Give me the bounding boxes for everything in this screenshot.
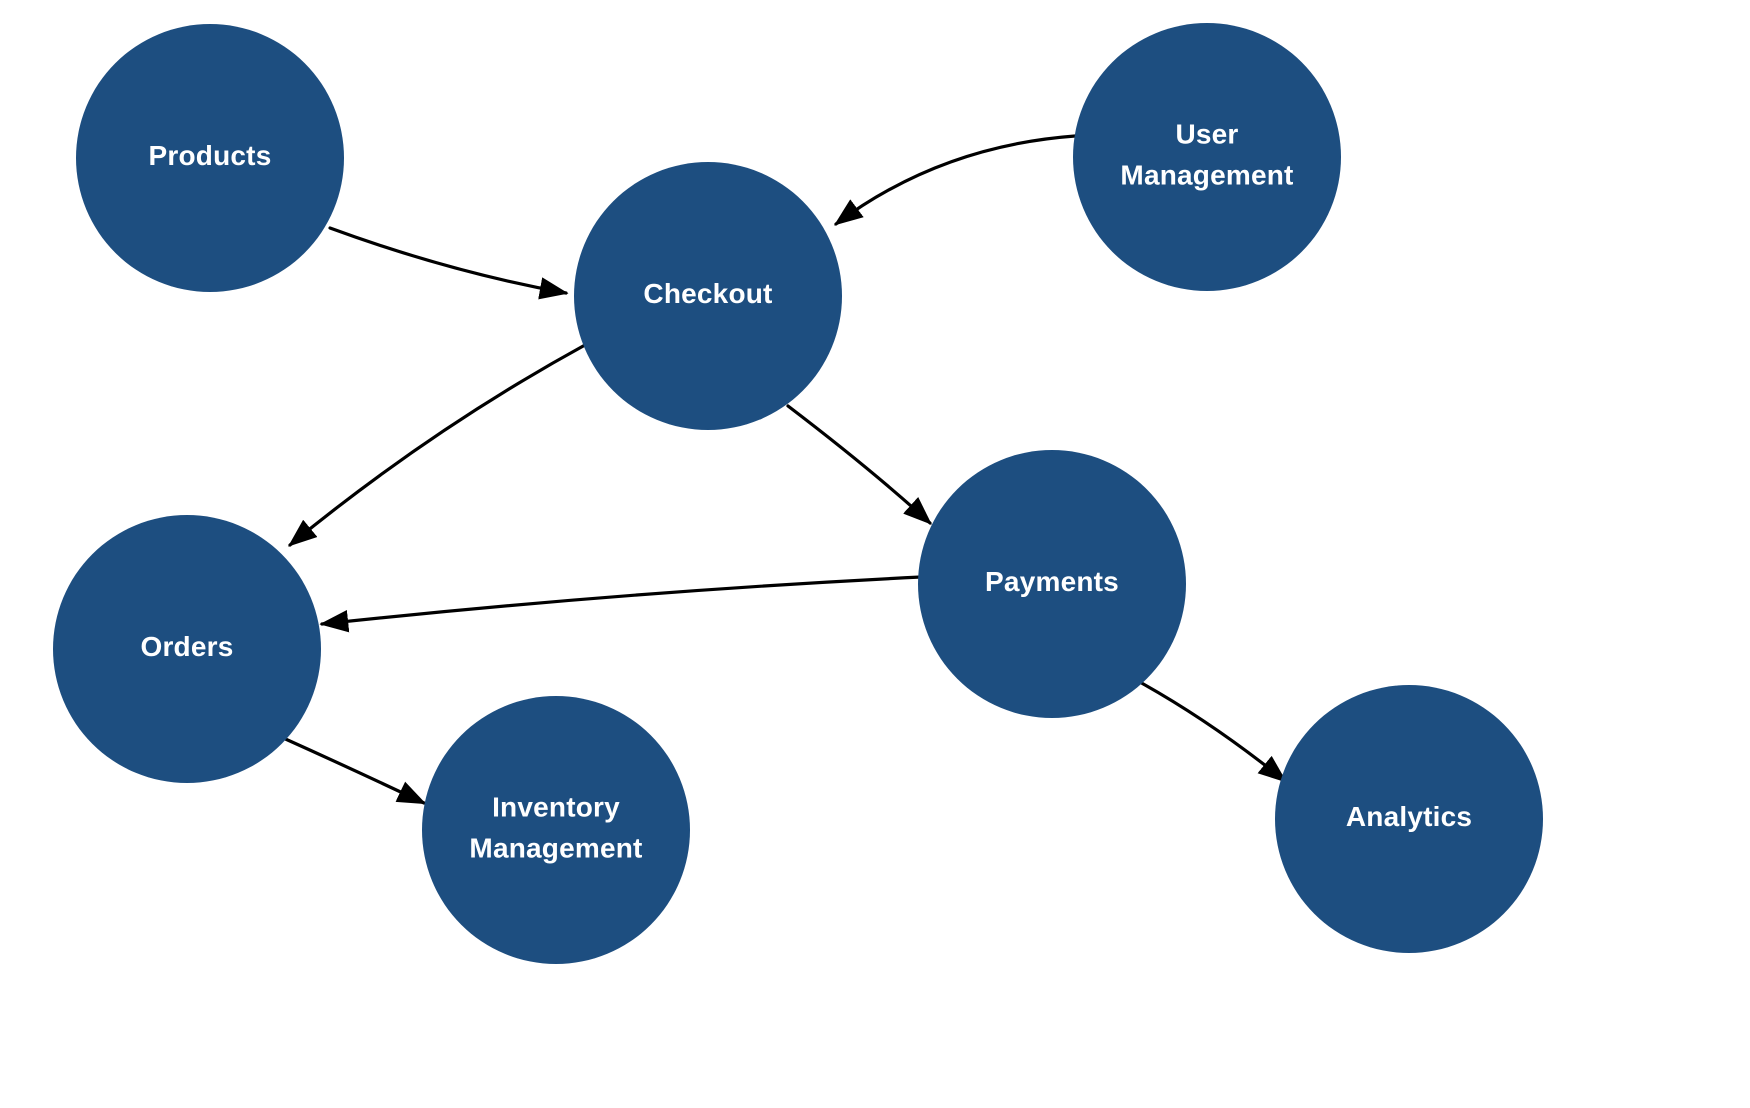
edges-layer [279, 134, 1287, 805]
node-circle-orders[interactable] [53, 515, 321, 783]
edge-checkout-to-payments[interactable] [786, 404, 932, 525]
node-circle-inventory-management[interactable] [422, 696, 690, 964]
edge-orders-to-inventory-management[interactable] [279, 735, 427, 805]
node-circle-checkout[interactable] [574, 162, 842, 430]
node-checkout[interactable]: Checkout [574, 162, 842, 430]
node-payments[interactable]: Payments [918, 450, 1186, 718]
edge-checkout-to-orders[interactable] [288, 343, 587, 547]
node-circle-payments[interactable] [918, 450, 1186, 718]
edge-payments-to-orders[interactable] [319, 575, 923, 633]
node-analytics[interactable]: Analytics [1275, 685, 1543, 953]
node-circle-analytics[interactable] [1275, 685, 1543, 953]
node-circle-products[interactable] [76, 24, 344, 292]
edge-user-management-to-checkout[interactable] [833, 134, 1077, 226]
node-orders[interactable]: Orders [53, 515, 321, 783]
node-circle-user-management[interactable] [1073, 23, 1341, 291]
edge-payments-to-analytics[interactable] [1136, 679, 1287, 783]
edge-products-to-checkout[interactable] [328, 226, 569, 300]
node-products[interactable]: Products [76, 24, 344, 292]
